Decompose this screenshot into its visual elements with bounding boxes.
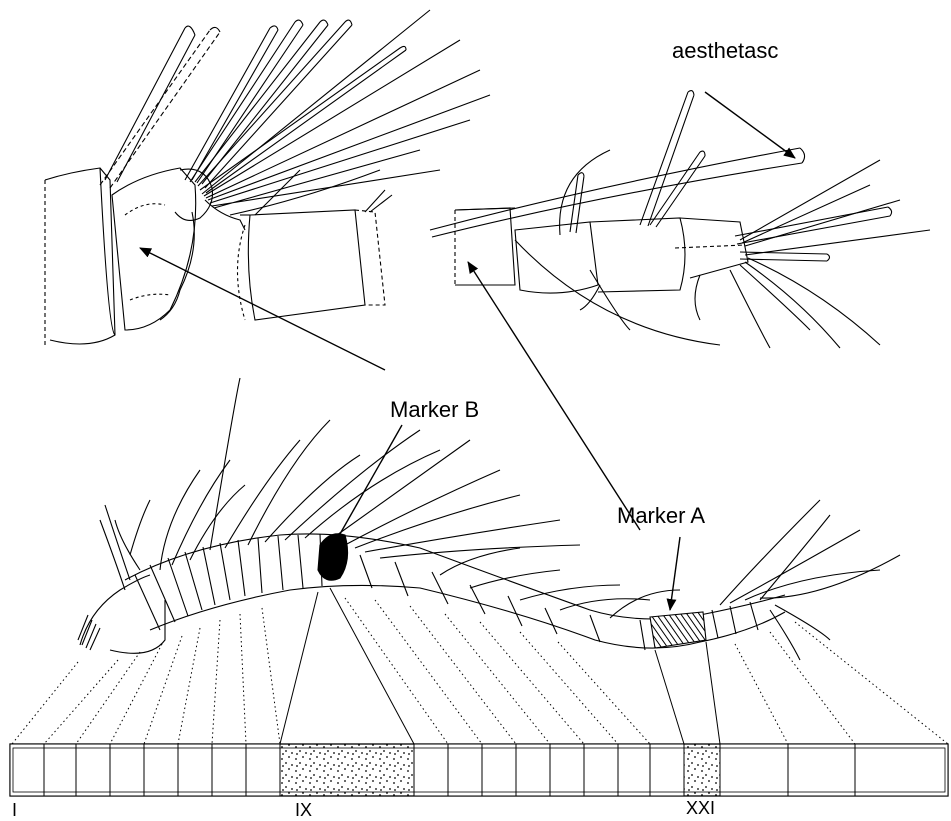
arrow-marker-b-detail — [140, 248, 385, 370]
segment-cell — [212, 744, 246, 796]
segment-cell — [414, 744, 448, 796]
arrow-marker-b-antenna — [332, 425, 402, 548]
segment-cell — [720, 744, 788, 796]
segment-cell — [584, 744, 618, 796]
segment-bar — [10, 744, 948, 796]
segment-numeral-i: I — [12, 800, 17, 821]
segment-numeral-ix: IX — [295, 800, 312, 821]
segment-cell — [44, 744, 76, 796]
segment-cell-stippled — [280, 744, 414, 796]
detail-marker-a — [430, 91, 930, 348]
segment-cell — [550, 744, 584, 796]
arrow-marker-a-detail — [468, 262, 640, 530]
segment-cell — [246, 744, 280, 796]
marker-b-label: Marker B — [390, 397, 479, 423]
marker-a-label: Marker A — [617, 503, 705, 529]
arrow-marker-a-antenna — [670, 537, 680, 610]
segment-cell — [788, 744, 855, 796]
segment-cell — [110, 744, 144, 796]
segment-cell — [448, 744, 482, 796]
aesthetasc-label: aesthetasc — [672, 38, 778, 64]
segment-cell — [618, 744, 650, 796]
segment-cell — [10, 744, 44, 796]
segment-cell — [144, 744, 178, 796]
segment-cell — [855, 744, 948, 796]
segment-cell — [650, 744, 684, 796]
arrow-aesthetasc — [705, 92, 795, 158]
detail-marker-b — [45, 10, 490, 345]
antenna-drawing — [78, 378, 900, 660]
segment-cell — [178, 744, 212, 796]
projection-lines — [12, 588, 948, 744]
segment-cell — [76, 744, 110, 796]
segment-cell — [516, 744, 550, 796]
segment-cell-stippled — [684, 744, 720, 796]
segment-numeral-xxi: XXI — [686, 798, 715, 819]
segment-cell — [482, 744, 516, 796]
